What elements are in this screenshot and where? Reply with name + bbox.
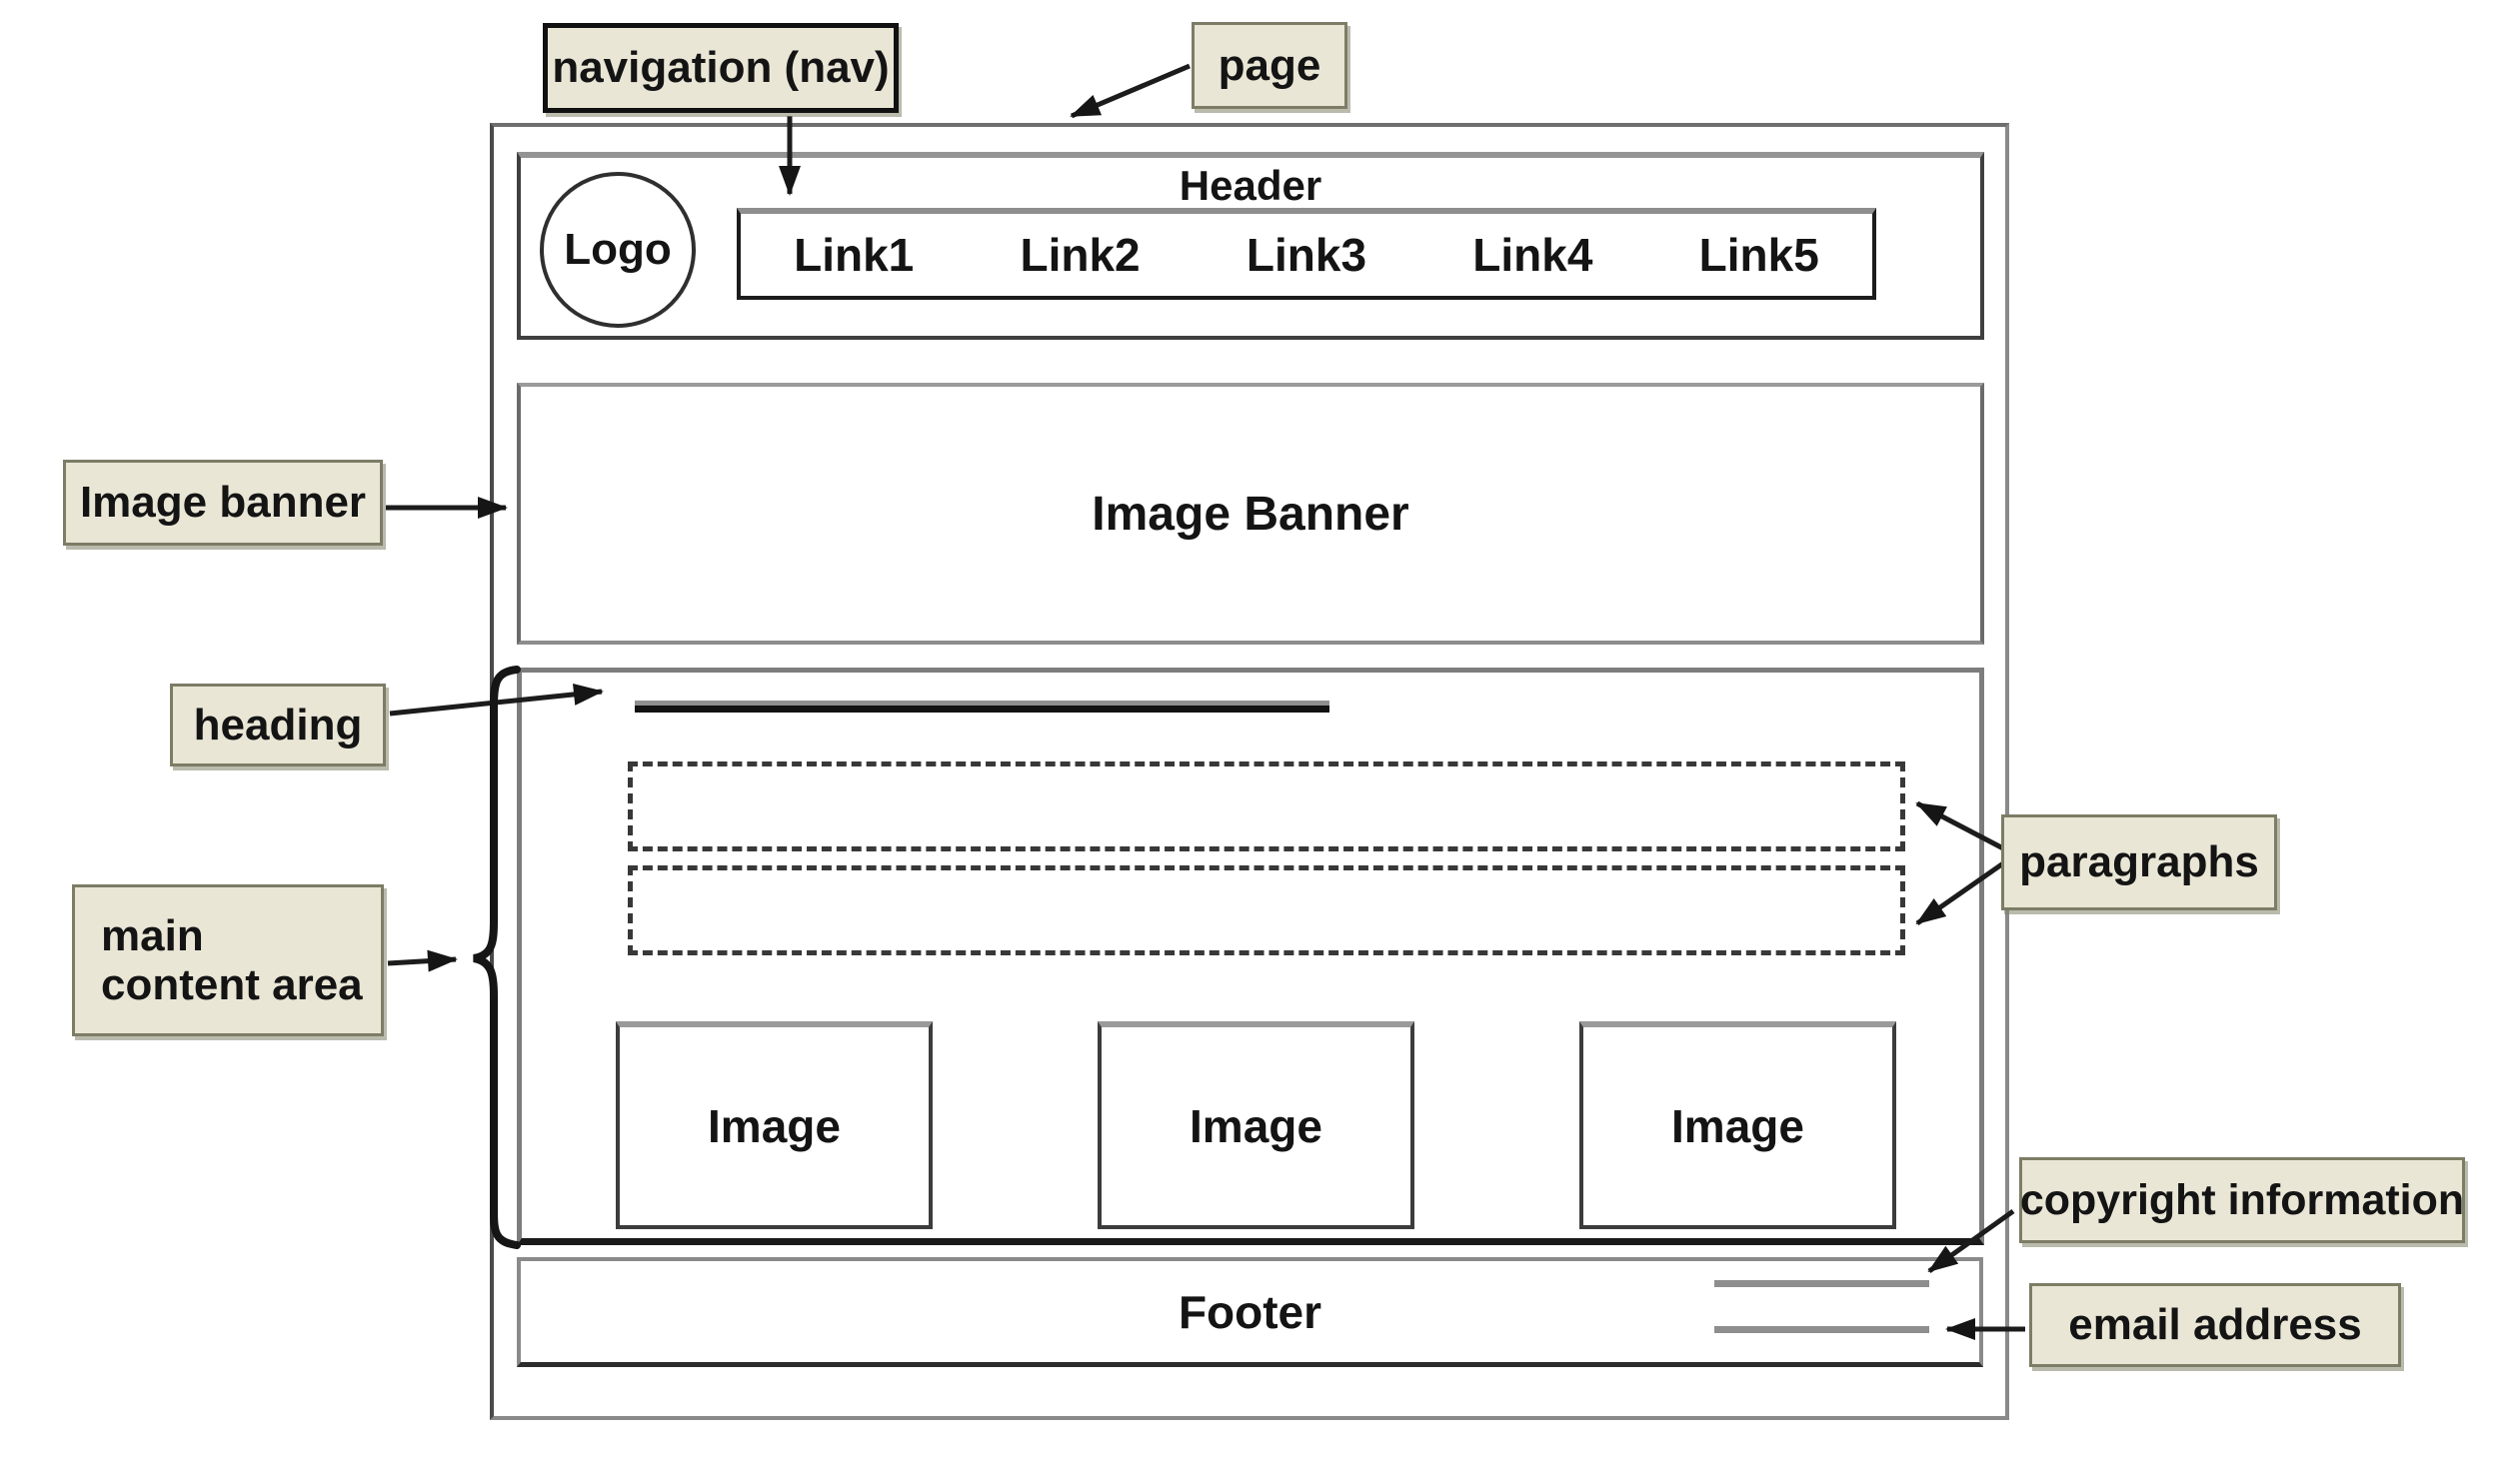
copyright-placeholder-line bbox=[1714, 1280, 1929, 1287]
callout-email-address: email address bbox=[2029, 1283, 2401, 1367]
logo-circle: Logo bbox=[540, 172, 696, 328]
callout-paragraphs: paragraphs bbox=[2001, 814, 2277, 910]
callout-main-content-area: main content area bbox=[72, 884, 384, 1036]
email-placeholder-line bbox=[1714, 1326, 1929, 1333]
image-label-3: Image bbox=[1671, 1100, 1804, 1152]
heading-placeholder-bar bbox=[635, 701, 1329, 713]
logo-label: Logo bbox=[564, 225, 672, 274]
image-banner-box: Image Banner bbox=[517, 383, 1984, 645]
callout-navigation: navigation (nav) bbox=[543, 23, 899, 113]
callout-heading: heading bbox=[170, 684, 386, 766]
image-placeholder-2: Image bbox=[1098, 1021, 1414, 1229]
image-banner-label: Image Banner bbox=[1092, 487, 1409, 541]
header-title: Header bbox=[1179, 162, 1322, 209]
image-label-1: Image bbox=[708, 1100, 841, 1152]
image-placeholder-3: Image bbox=[1579, 1021, 1896, 1229]
paragraph-placeholder-2 bbox=[628, 865, 1905, 955]
image-label-2: Image bbox=[1190, 1100, 1322, 1152]
nav-link-2: Link2 bbox=[1020, 229, 1141, 281]
footer-box: Footer bbox=[517, 1257, 1983, 1367]
footer-label: Footer bbox=[1178, 1285, 1322, 1338]
callout-image-banner: Image banner bbox=[63, 460, 383, 546]
nav-bar-box: Link1 Link2 Link3 Link4 Link5 bbox=[737, 208, 1876, 300]
callout-copyright-information: copyright information bbox=[2019, 1157, 2465, 1243]
arrow-page bbox=[1070, 63, 1191, 119]
nav-link-4: Link4 bbox=[1472, 229, 1593, 281]
callout-page: page bbox=[1192, 22, 1347, 109]
paragraph-placeholder-1 bbox=[628, 761, 1905, 851]
nav-link-5: Link5 bbox=[1698, 229, 1819, 281]
image-placeholder-1: Image bbox=[616, 1021, 933, 1229]
nav-link-3: Link3 bbox=[1246, 229, 1367, 281]
nav-link-1: Link1 bbox=[794, 229, 915, 281]
arrow-main-content bbox=[387, 949, 458, 972]
